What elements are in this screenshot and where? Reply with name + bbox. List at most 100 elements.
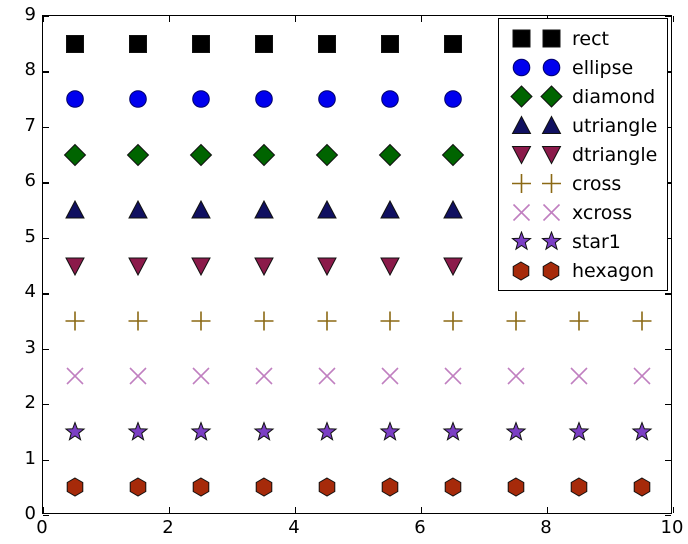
legend-entry-rect[interactable]: rect	[506, 24, 660, 53]
data-point-diamond	[189, 143, 212, 166]
data-point-hexagon	[443, 477, 463, 497]
data-point-rect	[317, 34, 336, 53]
data-point-xcross	[253, 366, 274, 387]
x-axis-tick-top	[169, 16, 171, 22]
data-point-cross	[631, 310, 652, 331]
data-point-dtriangle	[127, 255, 148, 276]
legend-entry-utriangle[interactable]: utriangle	[506, 111, 660, 140]
y-tick-label: 8	[24, 59, 36, 81]
y-tick-label: 6	[24, 170, 36, 192]
legend-entry-cross[interactable]: cross	[506, 169, 660, 198]
data-point-hexagon	[569, 477, 589, 497]
y-axis-tick-right	[665, 237, 671, 240]
data-point-star1	[316, 420, 337, 442]
y-axis-tick	[43, 515, 49, 517]
data-point-rect	[443, 34, 462, 53]
data-point-star1	[631, 420, 652, 442]
legend-marker-star1-a	[506, 227, 536, 256]
y-axis-tick-right	[665, 348, 671, 350]
data-point-utriangle	[64, 199, 85, 221]
legend-entry-ellipse[interactable]: ellipse	[506, 53, 660, 82]
data-point-utriangle	[316, 199, 337, 221]
data-point-xcross	[631, 366, 652, 387]
data-point-utriangle	[253, 199, 274, 221]
data-point-xcross	[127, 366, 148, 387]
y-tick-label: 1	[24, 447, 36, 469]
legend-box[interactable]: rect ellipse diamond utriangle dtriangle cros…	[498, 18, 668, 291]
legend-entry-hexagon[interactable]: hexagon	[506, 256, 660, 285]
data-point-cross	[190, 310, 211, 331]
data-point-utriangle	[127, 199, 148, 221]
data-point-hexagon	[632, 477, 652, 497]
x-tick-label: 8	[540, 517, 552, 538]
x-axis-tick	[169, 507, 171, 513]
legend-marker-hexagon-b	[536, 256, 566, 285]
data-point-diamond	[378, 143, 401, 166]
legend-marker-rect-b	[536, 24, 566, 53]
y-axis-tick-right	[665, 71, 671, 73]
data-point-hexagon	[254, 477, 274, 497]
data-point-star1	[253, 420, 274, 442]
data-point-hexagon	[191, 477, 211, 497]
y-axis-tick	[43, 126, 49, 129]
legend-marker-utriangle-a	[506, 111, 536, 140]
data-point-rect	[128, 34, 147, 53]
x-axis-tick	[673, 507, 675, 513]
legend-marker-ellipse-a	[506, 53, 536, 82]
data-point-star1	[379, 420, 400, 442]
data-point-dtriangle	[253, 255, 274, 276]
data-point-diamond	[63, 143, 86, 166]
y-tick-label: 5	[24, 225, 36, 247]
y-axis-tick-right	[665, 515, 671, 517]
legend-label: diamond	[572, 85, 656, 108]
legend-label: rect	[572, 27, 609, 50]
legend-label: utriangle	[572, 114, 658, 137]
legend-entry-diamond[interactable]: diamond	[506, 82, 660, 111]
data-point-star1	[568, 420, 589, 442]
x-axis-tick	[43, 507, 45, 513]
legend-label: cross	[572, 172, 622, 195]
data-point-utriangle	[379, 199, 400, 221]
data-point-diamond	[315, 143, 338, 166]
x-tick-label: 6	[414, 517, 426, 538]
x-tick-label: 10	[660, 517, 684, 538]
data-point-xcross	[379, 366, 400, 387]
legend-entry-star1[interactable]: star1	[506, 227, 660, 256]
x-tick-label: 0	[36, 517, 48, 538]
x-axis-tick-top	[43, 16, 45, 22]
legend-marker-diamond-a	[506, 82, 536, 111]
data-point-hexagon	[65, 477, 85, 497]
y-tick-label: 7	[24, 114, 36, 136]
x-axis-tick	[547, 507, 549, 513]
data-point-dtriangle	[64, 255, 85, 276]
data-point-cross	[253, 310, 274, 331]
data-point-dtriangle	[442, 255, 463, 276]
data-point-utriangle	[190, 199, 211, 221]
data-point-hexagon	[380, 477, 400, 497]
y-tick-label: 0	[24, 503, 36, 524]
data-point-cross	[379, 310, 400, 331]
data-point-hexagon	[317, 477, 337, 497]
y-axis-tick	[43, 404, 49, 406]
y-tick-label: 9	[24, 4, 36, 25]
data-point-xcross	[442, 366, 463, 387]
data-point-ellipse	[128, 90, 147, 109]
legend-label: star1	[572, 230, 621, 253]
data-point-ellipse	[254, 90, 273, 109]
data-point-ellipse	[317, 90, 336, 109]
x-axis-tick	[421, 507, 423, 513]
x-axis-tick	[295, 507, 297, 513]
legend-marker-cross-a	[506, 169, 536, 198]
y-axis-tick	[43, 16, 49, 18]
y-axis-tick-right	[665, 404, 671, 406]
y-axis-tick-right	[665, 16, 671, 18]
data-point-xcross	[568, 366, 589, 387]
x-tick-label: 2	[162, 517, 174, 538]
legend-entry-dtriangle[interactable]: dtriangle	[506, 140, 660, 169]
legend-entry-xcross[interactable]: xcross	[506, 198, 660, 227]
data-point-diamond	[441, 143, 464, 166]
x-axis-tick-top	[295, 16, 297, 22]
x-axis-tick-top	[673, 16, 675, 22]
data-point-dtriangle	[316, 255, 337, 276]
data-point-ellipse	[443, 90, 462, 109]
